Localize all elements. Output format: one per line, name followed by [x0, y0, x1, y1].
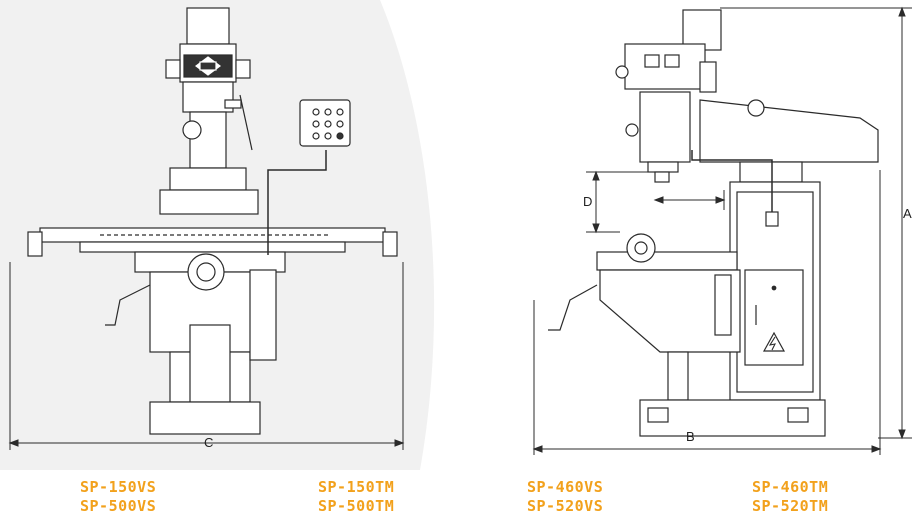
model-label-4-line2: SP-520TM: [752, 497, 829, 515]
dimension-b: [532, 170, 882, 455]
model-label-1: SP-150VS SP-500VS: [80, 478, 156, 516]
dimension-a-label: A: [903, 206, 912, 221]
dimension-d: [586, 170, 726, 234]
model-label-3-line2: SP-520VS: [527, 497, 604, 515]
front-view: [27, 7, 398, 435]
model-label-1-line1: SP-150VS: [80, 478, 157, 496]
model-label-1-line2: SP-500VS: [80, 497, 157, 515]
model-label-2-line2: SP-500TM: [318, 497, 395, 515]
dimension-d-label: D: [583, 194, 592, 209]
model-label-3-line1: SP-460VS: [527, 478, 604, 496]
dimension-c-label: C: [204, 435, 213, 450]
side-view: [548, 9, 879, 437]
dimension-a: [720, 6, 912, 440]
model-label-2: SP-150TM SP-500TM: [318, 478, 394, 516]
model-label-4-line1: SP-460TM: [752, 478, 829, 496]
dimension-b-label: B: [686, 429, 695, 444]
model-label-2-line1: SP-150TM: [318, 478, 395, 496]
dimension-c: [8, 262, 405, 450]
electrical-hazard-icon: [762, 331, 786, 352]
model-label-3: SP-460VS SP-520VS: [527, 478, 603, 516]
model-label-4: SP-460TM SP-520TM: [752, 478, 828, 516]
